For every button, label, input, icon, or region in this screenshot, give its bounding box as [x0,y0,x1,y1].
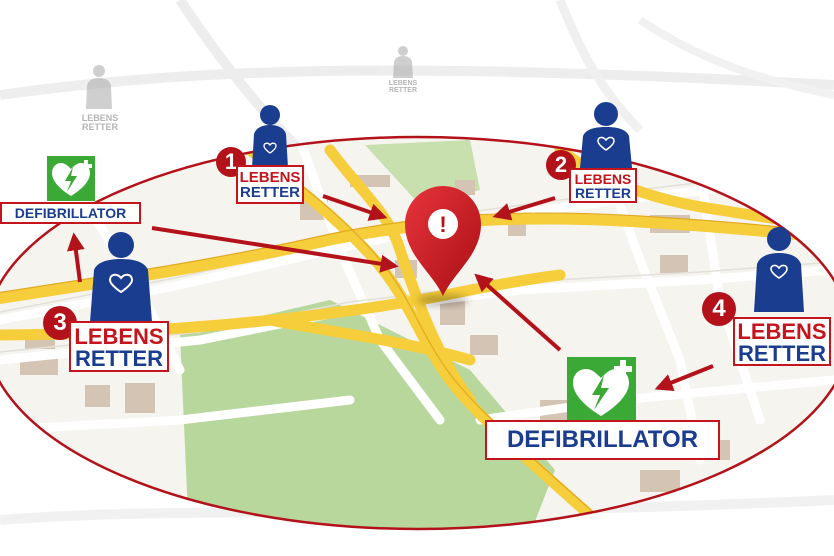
person-icon [580,102,632,168]
defibrillator-label: DEFIBRILLATOR [485,420,720,460]
park-area [180,300,555,529]
label-bottom: RETTER [389,87,417,94]
inactive-person-icon [86,65,112,109]
label-bottom: RETTER [75,346,163,371]
label-bottom: RETTER [575,185,631,201]
responder-number-badge: 4 [702,292,736,326]
defibrillator-label: DEFIBRILLATOR [0,202,141,224]
person-icon [252,105,288,168]
aed-icon [567,357,636,422]
label-top: LEBENS [737,319,827,344]
arrow-responder4-to-defi2 [654,364,714,392]
arrow-defi2-to-pin [474,273,562,352]
pin-center [428,209,458,239]
emergency-map-pin: ! [405,186,481,296]
inactive-responder-label: LEBENS RETTER [383,80,423,94]
label-top: LEBENS [81,113,119,123]
arrow-responder2-to-pin [492,196,556,221]
responder-label: LEBENS RETTER [733,317,831,366]
person-icon [754,227,804,312]
label-bottom: RETTER [738,341,826,366]
label-top: LEBENS [239,169,301,186]
label-top: LEBENS [74,324,164,349]
responder-label: LEBENS RETTER [69,321,169,372]
responder-label: LEBENS RETTER [236,165,304,204]
label-bottom: RETTER [82,122,118,132]
pin-shadow [417,295,469,305]
arrow-defi1-to-pin [151,226,399,273]
arrows [66,194,714,392]
aed-icon [47,156,95,201]
arrow-responder3-to-defi1 [66,232,85,283]
search-radius-circle [0,135,834,531]
pin-exclamation-icon: ! [439,212,446,237]
arrow-responder1-to-pin [322,194,388,221]
label-bottom: RETTER [240,184,300,201]
label-top: LEBENS [388,80,418,87]
inactive-person-icon [393,46,413,78]
responder-label: LEBENS RETTER [569,168,637,203]
label-top: LEBENS [574,171,632,187]
inactive-responder-label: LEBENS RETTER [74,114,126,132]
person-icon [90,232,152,322]
